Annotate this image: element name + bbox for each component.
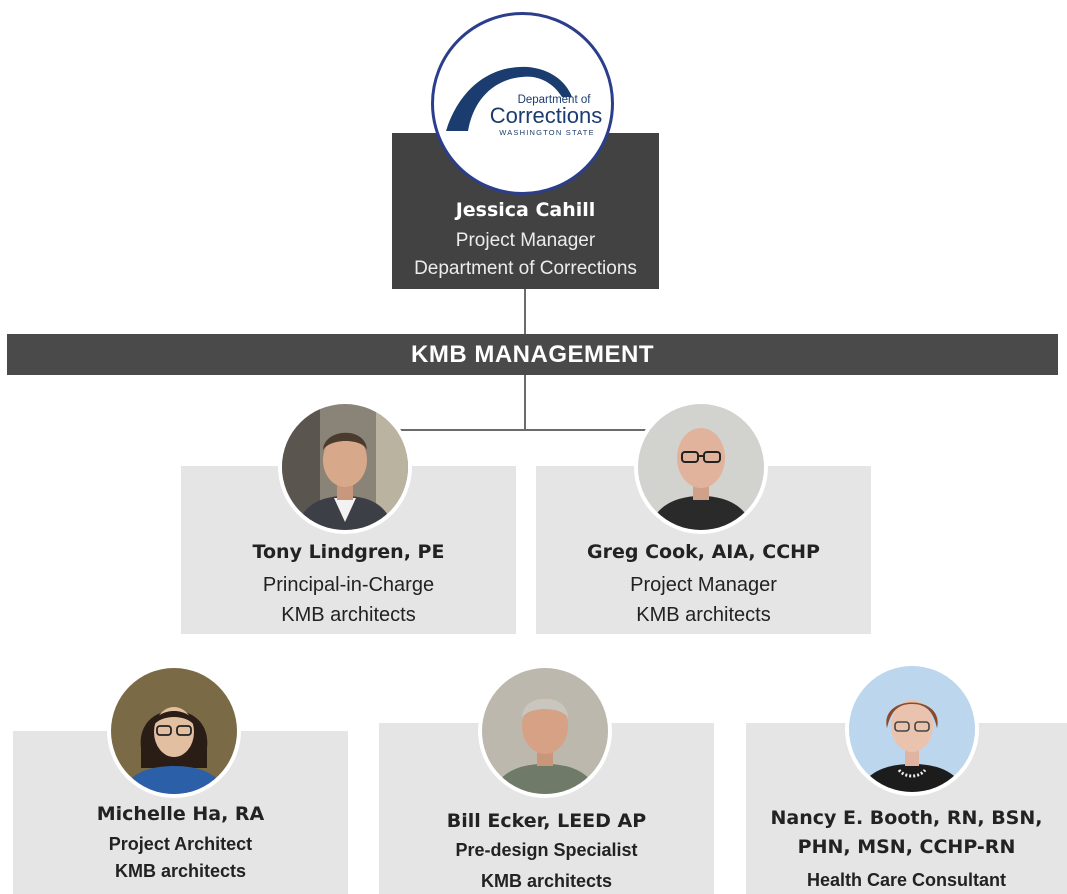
person-org: KMB architects (114, 861, 247, 881)
person-role: Health Care Consultant (806, 870, 1007, 890)
doc-logo-graphic: Department of Corrections WASHINGTON STA… (446, 66, 602, 137)
person-org: KMB architects (636, 604, 771, 626)
person-org: KMB architects (281, 604, 416, 626)
person-name: Tony Lindgren, PE (252, 541, 445, 563)
connector-horizontal (382, 429, 682, 431)
person-name-credentials: PHN, MSN, CCHP-RN (797, 836, 1016, 858)
person-role: Pre-design Specialist (455, 840, 638, 860)
doc-logo: Department of Corrections WASHINGTON STA… (431, 12, 614, 195)
kmb-management-band: KMB MANAGEMENT (7, 334, 1058, 375)
svg-text:Corrections: Corrections (490, 103, 602, 128)
person-role: Project Architect (108, 834, 253, 854)
avatar-bill (478, 664, 612, 798)
avatar-michelle (107, 664, 241, 798)
client-name: Jessica Cahill (455, 199, 596, 221)
connector-client-to-band (524, 289, 526, 334)
connector-band-down (524, 375, 526, 431)
avatar-tony (278, 400, 412, 534)
person-name: Nancy E. Booth, RN, BSN, (770, 807, 1043, 829)
person-role: Principal-in-Charge (262, 574, 435, 596)
svg-text:Department of: Department of (518, 94, 592, 106)
person-role: Project Manager (630, 574, 777, 596)
person-name: Bill Ecker, LEED AP (446, 810, 647, 832)
person-name: Michelle Ha, RA (96, 803, 265, 825)
svg-text:WASHINGTON STATE: WASHINGTON STATE (499, 128, 595, 137)
person-org: KMB architects (480, 871, 613, 891)
avatar-nancy (845, 662, 979, 796)
person-name: Greg Cook, AIA, CCHP (587, 541, 820, 563)
avatar-greg (634, 400, 768, 534)
management-card-tony: Tony Lindgren, PE Principal-in-Charge KM… (181, 466, 516, 634)
client-role: Project Manager (455, 230, 596, 251)
client-org: Department of Corrections (414, 258, 637, 279)
